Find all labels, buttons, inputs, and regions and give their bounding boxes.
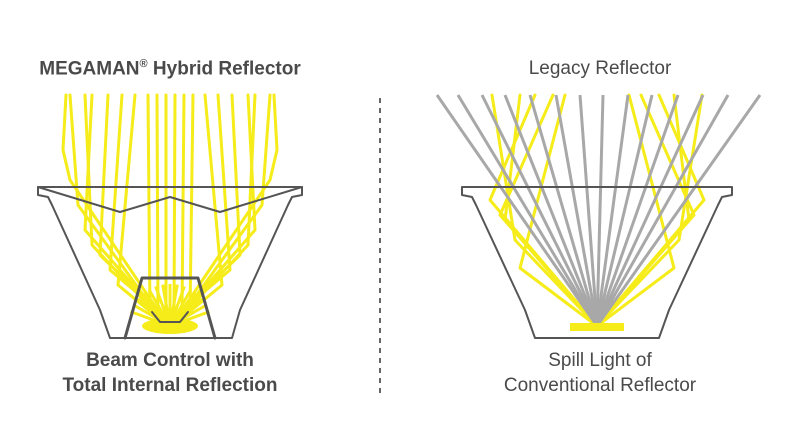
hybrid-reflector-outline	[37, 186, 303, 340]
hybrid-reflected-ray	[180, 93, 224, 320]
legacy-direct-ray	[554, 94, 599, 327]
legacy-direct-rays	[435, 94, 762, 327]
hybrid-central-ray	[180, 93, 186, 314]
hybrid-central-ray	[188, 93, 195, 314]
legacy-direct-ray	[595, 94, 762, 327]
hybrid-caption-line2: Total Internal Reflection	[62, 375, 278, 396]
legacy-reflector-title: Legacy Reflector	[528, 58, 672, 79]
hybrid-caption-line1: Beam Control with	[86, 350, 254, 371]
hybrid-reflected-ray	[178, 93, 272, 320]
legacy-direct-ray	[595, 94, 605, 327]
legacy-reflected-rays	[488, 93, 706, 328]
hybrid-reflector-title: MEGAMAN® Hybrid Reflector	[0, 58, 340, 80]
hybrid-led-glow	[142, 318, 198, 334]
legacy-reflector-body	[461, 186, 733, 339]
hybrid-tir-lens	[123, 276, 217, 340]
legacy-led-bar	[570, 323, 624, 331]
legacy-light-source	[570, 323, 624, 331]
hybrid-central-ray	[172, 93, 177, 314]
hybrid-central-ray	[146, 93, 152, 314]
hybrid-reflected-ray	[61, 93, 165, 320]
hybrid-reflected-ray	[175, 93, 279, 320]
legacy-direct-ray	[435, 94, 599, 327]
legacy-direct-ray	[595, 94, 705, 327]
legacy-direct-ray	[456, 94, 599, 327]
legacy-direct-ray	[595, 94, 630, 327]
legacy-direct-ray	[595, 94, 730, 327]
legacy-caption-line1: Spill Light of	[548, 350, 652, 371]
hybrid-central-ray	[155, 93, 160, 314]
hybrid-lens-inner	[151, 311, 189, 323]
hybrid-light-source-glow	[130, 284, 210, 334]
legacy-direct-ray	[503, 94, 599, 327]
hybrid-caption: Beam Control with Total Internal Reflect…	[0, 348, 340, 398]
legacy-reflector-outline	[461, 186, 733, 339]
legacy-direct-ray	[595, 94, 680, 327]
legacy-reflected-ray	[518, 93, 599, 328]
hybrid-reflector-body	[37, 186, 303, 339]
legacy-direct-ray	[578, 94, 599, 327]
hybrid-reflected-ray	[68, 93, 162, 320]
legacy-reflected-ray	[595, 93, 704, 328]
legacy-reflected-ray	[490, 93, 599, 328]
registered-mark: ®	[139, 58, 148, 70]
hybrid-reflected-ray	[116, 93, 160, 320]
legacy-direct-ray	[480, 94, 599, 327]
hybrid-title-rest: Hybrid Reflector	[147, 58, 301, 80]
hybrid-reflector-lens-top	[37, 186, 303, 213]
hybrid-title-brand: MEGAMAN	[39, 58, 140, 80]
legacy-caption: Spill Light of Conventional Reflector	[430, 348, 770, 398]
legacy-direct-ray	[528, 94, 599, 327]
legacy-caption-line2: Conventional Reflector	[503, 375, 697, 396]
legacy-reflected-ray	[595, 93, 676, 328]
legacy-reflected-ray	[595, 93, 706, 328]
legacy-direct-ray	[595, 94, 654, 327]
